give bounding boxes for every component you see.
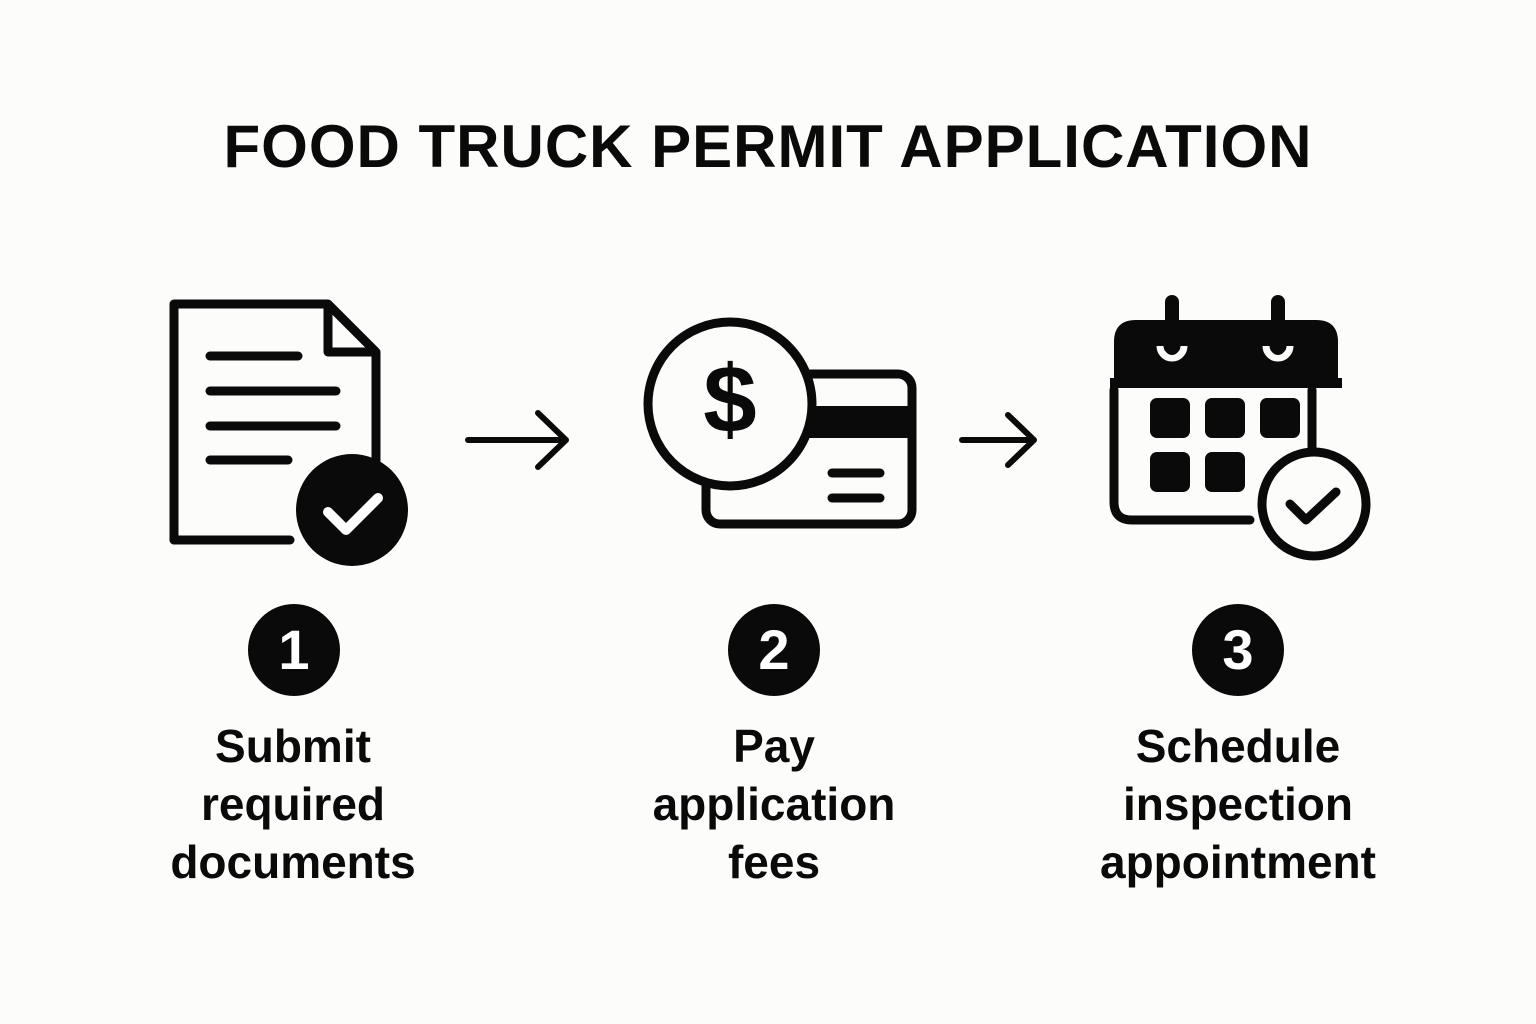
step-number-badge: 1 bbox=[248, 604, 340, 696]
step-label-line: application bbox=[652, 778, 896, 830]
step-label-line: required bbox=[200, 778, 386, 830]
page-title: FOOD TRUCK PERMIT APPLICATION bbox=[223, 113, 1313, 180]
step-label: Pay application fees bbox=[594, 717, 954, 891]
step-label-line: Pay bbox=[733, 720, 815, 772]
arrow-right-icon bbox=[465, 410, 569, 470]
step-label-line: documents bbox=[170, 836, 416, 888]
step-label-line: fees bbox=[727, 836, 821, 888]
payment-card-icon: $ bbox=[643, 317, 917, 529]
step-label-line: Schedule bbox=[1135, 720, 1341, 772]
step-label: Schedule inspection appointment bbox=[1058, 717, 1418, 891]
step-label-line: appointment bbox=[1100, 836, 1376, 888]
step-number-badge: 2 bbox=[728, 604, 820, 696]
svg-text:$: $ bbox=[703, 346, 756, 453]
step-label-line: inspection bbox=[1122, 778, 1354, 830]
step-label: Submit required documents bbox=[113, 717, 473, 891]
arrow-right-icon bbox=[959, 412, 1037, 468]
step-number-badge: 3 bbox=[1192, 604, 1284, 696]
document-check-icon bbox=[169, 299, 408, 566]
step-label-line: Submit bbox=[215, 720, 371, 772]
calendar-check-icon bbox=[1109, 295, 1371, 561]
